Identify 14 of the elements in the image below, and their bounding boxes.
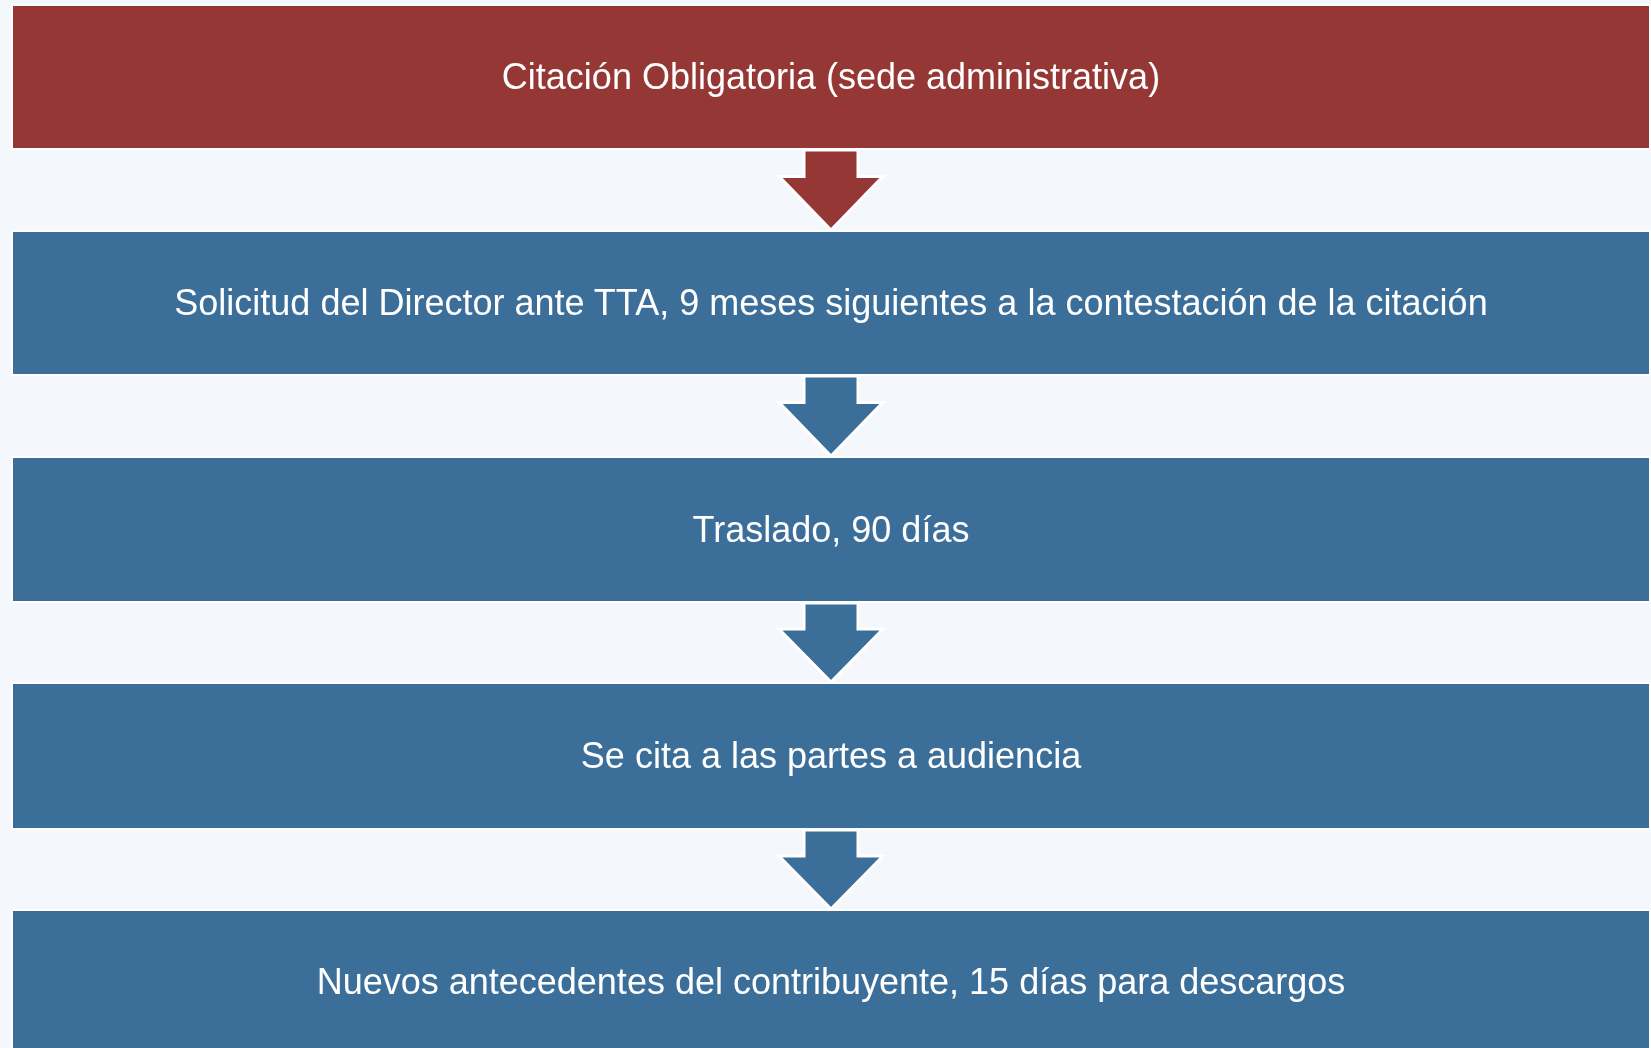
process-box <box>11 230 1651 376</box>
block-arrow <box>775 374 887 459</box>
block-arrow <box>775 601 887 685</box>
process-box <box>11 682 1651 830</box>
step-text: Traslado, 90 días <box>692 508 970 551</box>
step-text: Nuevos antecedentes del contribuyente, 15 días para descargos <box>316 960 1346 1003</box>
process-box <box>11 456 1651 603</box>
step-text: Citación Obligatoria (sede administrativa) <box>501 56 1161 98</box>
block-arrow <box>775 148 887 233</box>
step-text: Se cita a las partes a audiencia <box>580 735 1082 777</box>
process-box <box>11 4 1651 150</box>
block-arrow <box>775 828 887 912</box>
step-text: Solicitud del Director ante TTA, 9 meses siguientes a la contestación de la citación <box>174 282 1488 324</box>
process-box <box>11 909 1651 1048</box>
